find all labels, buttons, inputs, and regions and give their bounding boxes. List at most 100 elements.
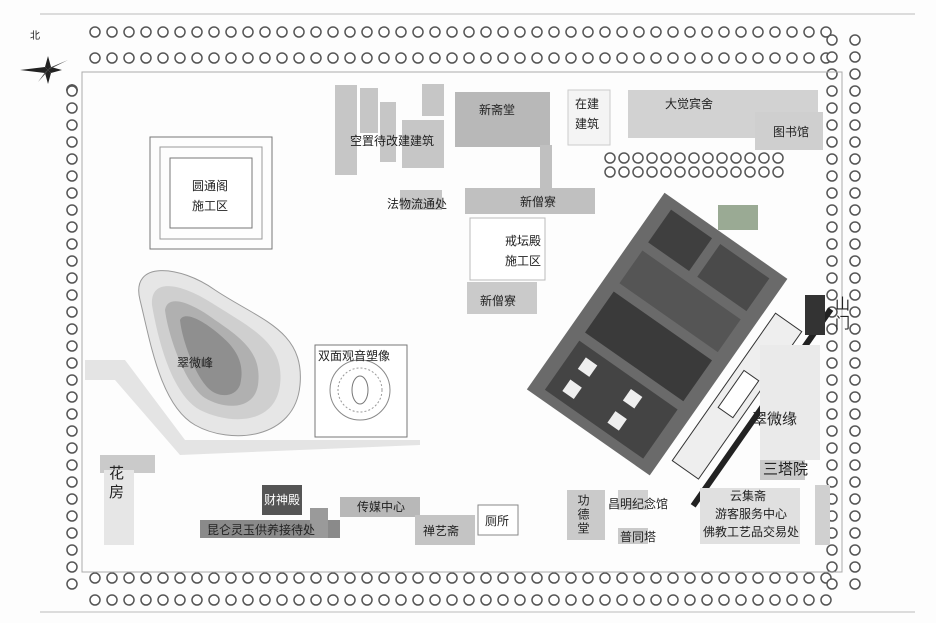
tree-icon xyxy=(849,561,861,573)
tree-icon xyxy=(497,594,509,606)
tree-icon xyxy=(225,52,237,64)
tree-icon xyxy=(849,272,861,284)
tree-icon xyxy=(89,52,101,64)
tree-icon xyxy=(514,572,526,584)
tree-icon xyxy=(463,52,475,64)
tree-icon xyxy=(758,166,770,178)
tree-icon xyxy=(395,52,407,64)
tree-icon xyxy=(123,26,135,38)
label-kunlun: 昆仑灵玉供养接待处 xyxy=(207,523,316,537)
tree-icon xyxy=(718,572,730,584)
tree-icon xyxy=(378,594,390,606)
tree-icon xyxy=(849,459,861,471)
toilet-building xyxy=(477,504,519,536)
tree-icon xyxy=(849,289,861,301)
tree-icon xyxy=(191,572,203,584)
vacant-buildings xyxy=(335,84,444,210)
inner-boundary xyxy=(81,71,843,573)
tree-icon xyxy=(89,572,101,584)
tree-icon xyxy=(327,52,339,64)
tree-icon xyxy=(582,594,594,606)
tree-icon xyxy=(66,459,78,471)
tree-icon xyxy=(769,572,781,584)
tree-icon xyxy=(66,119,78,131)
tree-icon xyxy=(633,572,645,584)
tree-icon xyxy=(826,374,838,386)
tree-icon xyxy=(826,425,838,437)
tree-icon xyxy=(650,572,662,584)
tree-icon xyxy=(497,52,509,64)
tree-icon xyxy=(344,26,356,38)
tree-icon xyxy=(293,52,305,64)
tree-icon xyxy=(826,119,838,131)
tree-icon xyxy=(327,594,339,606)
tree-icon xyxy=(786,594,798,606)
tree-icon xyxy=(826,255,838,267)
visitor-center-building xyxy=(700,488,800,544)
tree-icon xyxy=(66,153,78,165)
tree-icon xyxy=(633,52,645,64)
label-cuiweiyuan: 翠微缘 xyxy=(752,410,798,428)
tree-icon xyxy=(531,572,543,584)
tree-icon xyxy=(849,136,861,148)
tree-icon xyxy=(361,26,373,38)
tree-icon xyxy=(826,102,838,114)
tree-icon xyxy=(293,594,305,606)
tree-icon xyxy=(684,52,696,64)
tree-icon xyxy=(531,52,543,64)
tree-icon xyxy=(803,572,815,584)
tree-icon xyxy=(66,323,78,335)
tree-icon xyxy=(803,594,815,606)
tree-icon xyxy=(826,561,838,573)
tree-icon xyxy=(66,578,78,590)
tree-icon xyxy=(849,510,861,522)
tree-icon xyxy=(786,52,798,64)
label-sengliao-1: 新僧寮 xyxy=(520,195,557,209)
tree-icon xyxy=(582,572,594,584)
tree-icon xyxy=(735,52,747,64)
label-vacant-buildings: 空置待改建建筑 xyxy=(350,134,435,148)
tree-icon xyxy=(66,527,78,539)
tree-icon xyxy=(174,572,186,584)
tree-icon xyxy=(826,357,838,369)
tree-icon xyxy=(66,255,78,267)
tree-icon xyxy=(826,221,838,233)
tree-icon xyxy=(826,238,838,250)
tree-icon xyxy=(826,544,838,556)
tree-icon xyxy=(66,85,78,97)
tree-icon xyxy=(752,572,764,584)
label-cuiweifeng: 翠微峰 xyxy=(177,356,214,370)
tree-icon xyxy=(480,52,492,64)
tree-icon xyxy=(344,594,356,606)
tree-icon xyxy=(582,26,594,38)
tree-icon xyxy=(826,85,838,97)
putong-building xyxy=(618,528,648,544)
tree-icon xyxy=(174,26,186,38)
tree-icon xyxy=(826,289,838,301)
tree-icon xyxy=(208,572,220,584)
tree-icon xyxy=(344,572,356,584)
tree-icon xyxy=(849,51,861,63)
tree-icon xyxy=(66,204,78,216)
tree-icon xyxy=(497,26,509,38)
tree-icon xyxy=(310,52,322,64)
tree-icon xyxy=(849,391,861,403)
tree-icon xyxy=(646,166,658,178)
tree-icon xyxy=(769,26,781,38)
tree-icon xyxy=(123,52,135,64)
tree-icon xyxy=(667,52,679,64)
tree-icon xyxy=(826,68,838,80)
tree-icon xyxy=(599,26,611,38)
tree-icon xyxy=(849,85,861,97)
tree-icon xyxy=(378,52,390,64)
tree-icon xyxy=(446,594,458,606)
tree-icon xyxy=(616,572,628,584)
tree-icon xyxy=(548,572,560,584)
tree-icon xyxy=(718,52,730,64)
tree-icon xyxy=(849,442,861,454)
huafang-building xyxy=(104,470,134,545)
tree-icon xyxy=(849,119,861,131)
tree-icon xyxy=(66,442,78,454)
label-yunji: 云集斋 xyxy=(730,489,767,503)
label-xinzhaitang: 新斋堂 xyxy=(479,103,516,117)
